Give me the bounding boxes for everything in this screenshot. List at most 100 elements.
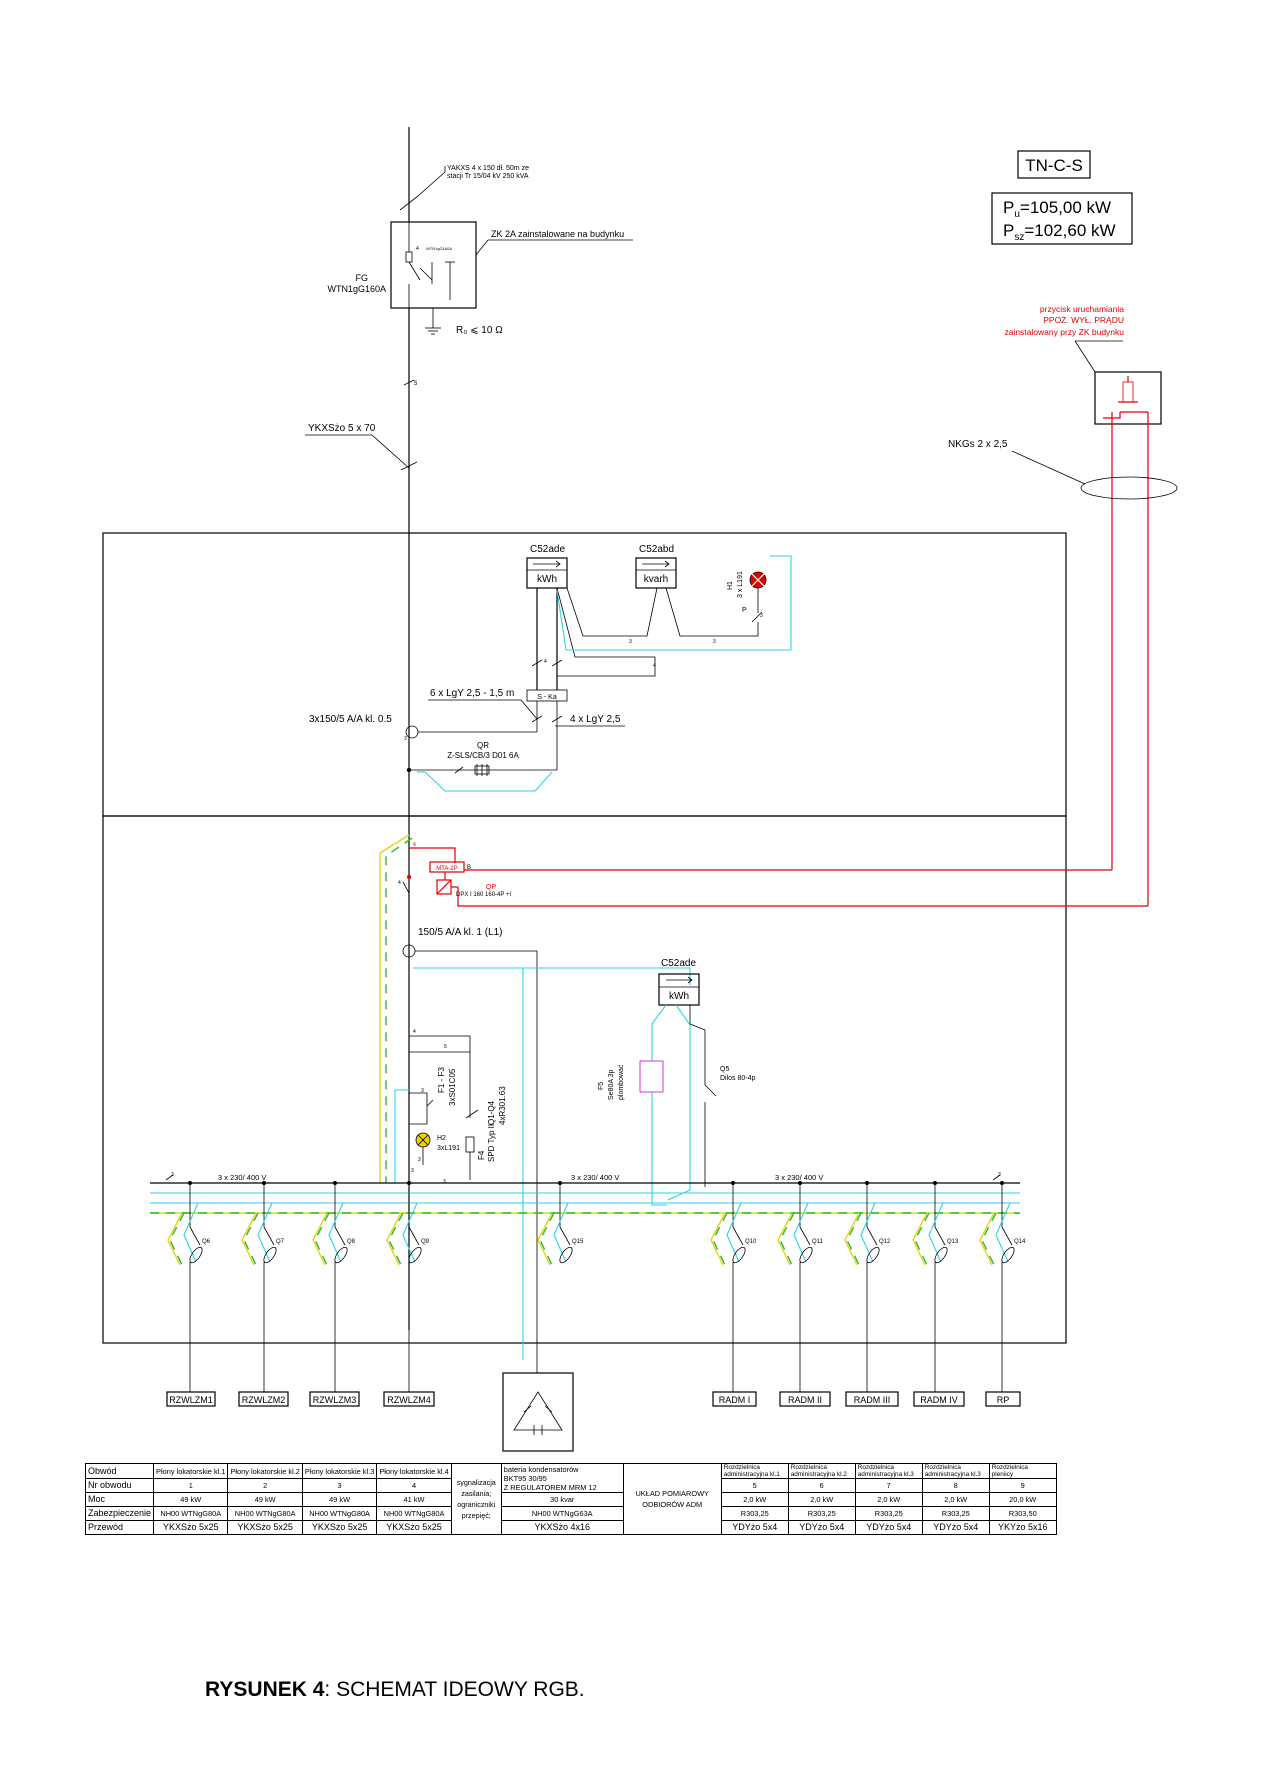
ykx-cable-label: YKXSżo 5 x 70	[308, 423, 376, 434]
switch-label: Q10	[745, 1239, 757, 1245]
qp-label: QP	[486, 884, 496, 891]
cell: Płony lokatorskie kl.1	[153, 1463, 229, 1479]
svg-text:5: 5	[444, 1044, 447, 1050]
svg-text:4: 4	[653, 663, 656, 669]
output-box	[913, 1391, 965, 1407]
qp-type: DPX I 160 160-4P +I	[456, 892, 511, 898]
circuit-breaker-icon	[263, 1246, 277, 1264]
f5-type: Se80A 3p	[608, 1070, 615, 1100]
svg-text:3: 3	[998, 1172, 1001, 1178]
capacitor-triangle-icon	[513, 1391, 563, 1431]
cell: YDYżo 5x4	[854, 1520, 923, 1535]
circuit-breaker-icon	[559, 1246, 573, 1264]
svg-text:3: 3	[713, 639, 716, 645]
qr-name: QR	[477, 741, 489, 750]
switch-label: Q14	[1014, 1239, 1026, 1245]
cell: 2,0 kW	[720, 1492, 789, 1507]
s-ka-label: S - Ka	[537, 694, 557, 701]
cell: YDYżo 5x4	[720, 1520, 789, 1535]
cell: 30 kvar	[500, 1492, 624, 1507]
upper-panel	[102, 532, 1067, 817]
h2-name: H2	[437, 1135, 446, 1142]
h2-type: 3xL191	[437, 1145, 460, 1152]
meter-2-name: C52abd	[639, 544, 674, 555]
output-box	[166, 1391, 216, 1407]
svg-text:5: 5	[414, 381, 418, 387]
cell: YKXSżo 5x25	[301, 1520, 378, 1535]
qp-coil-box	[429, 861, 465, 873]
cell: R303,25	[720, 1506, 789, 1521]
svg-text:WTN1gG160A: WTN1gG160A	[426, 246, 452, 251]
circuit-breaker-icon	[799, 1246, 813, 1264]
svg-text:4: 4	[413, 842, 416, 848]
f4-type: SPD Typ II	[487, 1124, 496, 1162]
ct1-label: 3x150/5 A/A kl. 0.5	[309, 714, 392, 725]
bus-voltage-2: 3 x 230/ 400 V	[571, 1173, 619, 1182]
circuit-breaker-icon	[189, 1246, 203, 1264]
row-label: Moc	[84, 1492, 155, 1507]
fire-button-box	[1094, 371, 1162, 425]
cell: 9	[988, 1478, 1057, 1493]
svg-text:4: 4	[416, 246, 419, 252]
cell: 1	[153, 1478, 229, 1493]
tn-c-s-label: TN-C-S	[1025, 156, 1083, 175]
cell: Płony lokatorskie kl.3	[301, 1463, 378, 1479]
row-label: Nr obwodu	[84, 1478, 155, 1493]
output-box	[712, 1391, 757, 1407]
switch-label: Q6	[202, 1239, 211, 1245]
cell: NH00 WTNgG80A	[227, 1506, 303, 1521]
zk-label: ZK 2A zainstalowane na budynku	[491, 229, 624, 239]
cell: 7	[854, 1478, 923, 1493]
lgy-cable-1: 6 x LgY 2,5 - 1,5 m	[430, 688, 514, 699]
circuit-table: Obwód Płony lokatorskie kl.1 Płony lokat…	[84, 1463, 1057, 1535]
cell: 5	[720, 1478, 789, 1493]
output-label: RZWLZM3	[313, 1395, 357, 1405]
cell: R303,25	[787, 1506, 856, 1521]
cell: YKXSżo 4x16	[500, 1520, 624, 1535]
cable-bundle-ellipse	[1080, 476, 1178, 500]
cell: YKYżo 5x16	[988, 1520, 1057, 1535]
circuit-breaker-icon	[934, 1246, 948, 1264]
cell: NH00 WTNgG80A	[153, 1506, 229, 1521]
output-box	[779, 1391, 831, 1407]
output-box	[309, 1391, 360, 1407]
qp-coil-label: MTA-2P	[436, 866, 458, 872]
qr-type: Z-SLS/CB/3 D01 6A	[447, 751, 519, 760]
meter-3-name: C52ade	[661, 958, 696, 969]
cell: R303,25	[854, 1506, 923, 1521]
meter-3-unit: kWh	[669, 991, 689, 1002]
q5-switch	[704, 1084, 717, 1097]
output-label: RADM II	[788, 1395, 822, 1405]
lower-panel	[102, 815, 1067, 1344]
svg-text:4: 4	[398, 880, 401, 886]
meter-1-name: C52ade	[530, 544, 565, 555]
circuit-breaker-icon	[334, 1246, 348, 1264]
output-label: RZWLZM2	[242, 1395, 286, 1405]
ct2-label: 150/5 A/A kl. 1 (L1)	[418, 927, 503, 938]
bus-voltage-1: 3 x 230/ 400 V	[218, 1173, 266, 1182]
cell: 6	[787, 1478, 856, 1493]
earth-resistance: R₀ ⩽ 10 Ω	[456, 325, 503, 336]
f5-name: F5	[598, 1082, 605, 1090]
output-label: RZWLZM1	[169, 1395, 213, 1405]
supply-cable-label-1: YAKXS 4 x 150 dł. 50m ze	[447, 165, 529, 172]
fuse-icon	[405, 251, 413, 263]
svg-text:3: 3	[443, 1179, 446, 1185]
svg-text:3: 3	[760, 613, 763, 619]
cell: 41 kW	[376, 1492, 452, 1507]
cell: 49 kW	[227, 1492, 303, 1507]
svg-text:3: 3	[629, 639, 632, 645]
switch-label: Q15	[572, 1239, 584, 1245]
switch-label: Q13	[947, 1239, 959, 1245]
q5-name: Q5	[720, 1066, 729, 1073]
f5-fuse-icon	[639, 1060, 664, 1093]
cell: 4	[376, 1478, 452, 1493]
cell: 2,0 kW	[921, 1492, 990, 1507]
